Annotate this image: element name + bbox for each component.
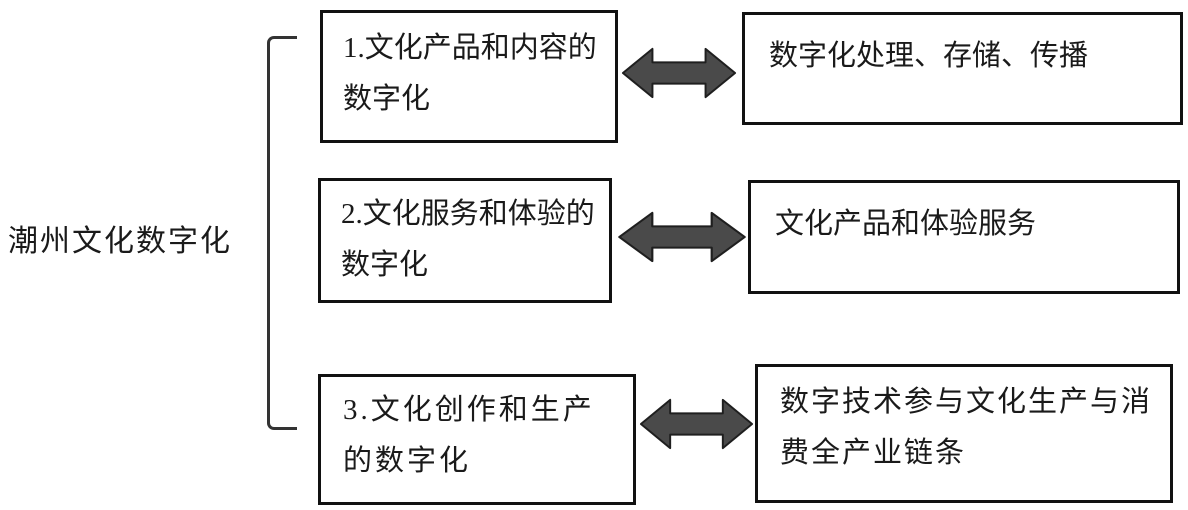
grouping-bracket (267, 36, 297, 430)
left-box-1-text: 1.文化产品和内容的数字化 (343, 32, 597, 115)
left-box-1: 1.文化产品和内容的数字化 (320, 10, 618, 143)
left-box-2-text: 2.文化服务和体验的数字化 (341, 198, 595, 281)
right-box-2-text: 文化产品和体验服务 (775, 208, 1037, 240)
double-arrow-icon-2 (618, 211, 746, 263)
left-box-2: 2.文化服务和体验的数字化 (318, 178, 612, 303)
right-box-3: 数字技术参与文化生产与消费全产业链条 (755, 364, 1173, 503)
right-box-1: 数字化处理、存储、传播 (742, 12, 1183, 125)
root-label: 潮州文化数字化 (8, 225, 232, 258)
left-box-3-text: 3.文化创作和生产的数字化 (343, 394, 595, 477)
right-box-1-text: 数字化处理、存储、传播 (769, 40, 1089, 72)
right-box-2: 文化产品和体验服务 (748, 180, 1180, 294)
double-arrow-icon-3 (639, 398, 754, 450)
left-box-3: 3.文化创作和生产的数字化 (318, 374, 636, 505)
right-box-3-text: 数字技术参与文化生产与消费全产业链条 (780, 386, 1153, 469)
double-arrow-icon-1 (621, 47, 737, 99)
